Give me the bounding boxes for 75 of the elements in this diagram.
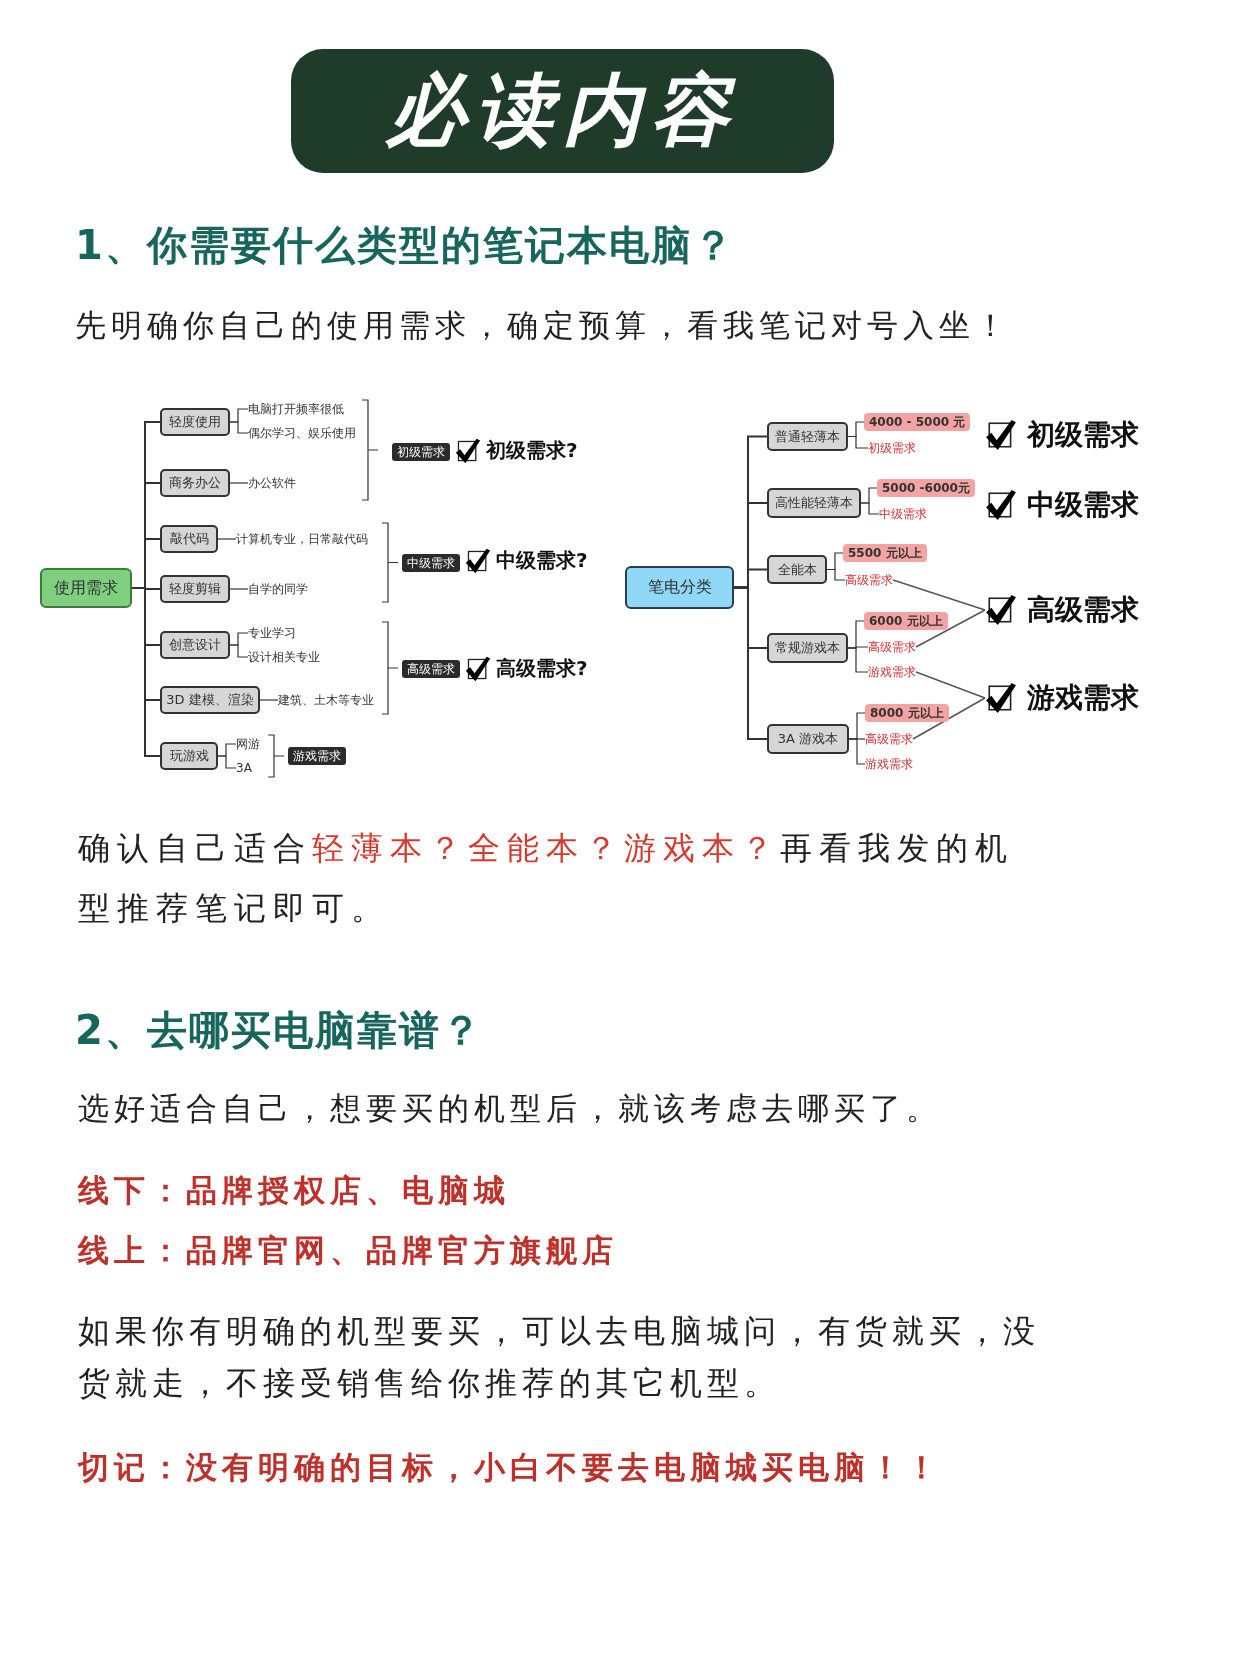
connector-line (847, 647, 869, 673)
paragraph: 线上：品牌官网、品牌官方旗舰店 (78, 1231, 619, 1270)
topic-box: 轻度剪辑 (160, 575, 230, 603)
connector-line (847, 435, 869, 449)
section-heading: 2、去哪买电脑靠谱？ (75, 1006, 483, 1055)
paragraph: 确认自己适合轻薄本？全能本？游戏本？再看我发的机型推荐笔记即可。 (78, 828, 1015, 929)
connector-line (915, 609, 986, 648)
topic-box: 创意设计 (160, 631, 230, 659)
connector-line (915, 671, 986, 699)
level-text: 初级需求 (868, 440, 916, 456)
topic-box: 普通轻薄本 (767, 422, 848, 451)
topic-box: 玩游戏 (160, 742, 218, 770)
paragraph: 如果你有明确的机型要买，可以去电脑城问，有货就买，没货就走，不接受销售给你推荐的其它机型。 (78, 1311, 1041, 1404)
branch-text: 3A (236, 760, 252, 776)
connector-line (892, 579, 986, 611)
paragraph: 先明确你自己的使用需求，确定预算，看我笔记对号入坐！ (75, 306, 1012, 345)
branch-text: 设计相关专业 (248, 649, 320, 665)
topic-box: 3D 建模、渲染 (160, 686, 260, 714)
branch-text: 自学的同学 (248, 581, 308, 597)
connector-line (229, 644, 249, 658)
connector-line (131, 587, 161, 757)
level-text: 高级需求 (845, 572, 893, 588)
branch-text: 办公软件 (248, 475, 296, 491)
price-tag: 5500 元以上 (843, 544, 927, 562)
question-label: 高级需求? (496, 655, 588, 682)
paragraph: 线下：品牌授权店、电脑城 (78, 1171, 511, 1210)
connector-line (860, 502, 880, 515)
topic-box: 商务办公 (160, 469, 230, 497)
topic-box: 3A 游戏本 (767, 724, 849, 754)
connector-line (217, 538, 237, 540)
price-tag: 4000 - 5000 元 (864, 413, 971, 431)
branch-text: 电脑打开频率很低 (248, 401, 344, 417)
question-label: 中级需求? (496, 547, 588, 574)
branch-text: 偶尔学习、娱乐使用 (248, 425, 356, 441)
connector-line (733, 586, 768, 740)
paragraph: 切记：没有明确的目标，小白不要去电脑城买电脑！！ (78, 1448, 943, 1487)
level-tag: 游戏需求 (288, 747, 346, 765)
level-tag: 中级需求 (402, 554, 460, 572)
root-box: 使用需求 (40, 568, 132, 608)
level-text: 高级需求 (868, 639, 916, 655)
level-tag: 初级需求 (392, 443, 450, 461)
price-tag: 5000 -6000元 (877, 479, 975, 497)
price-tag: 6000 元以上 (864, 612, 948, 630)
connector-line (826, 568, 846, 581)
branch-text: 网游 (236, 736, 260, 752)
connector-line (229, 482, 249, 484)
connector-line (217, 755, 237, 769)
topic-box: 高性能轻薄本 (767, 488, 861, 518)
level-tag: 高级需求 (402, 660, 460, 678)
topic-box: 常规游戏本 (767, 633, 848, 663)
check-label: 中级需求 (1027, 487, 1139, 523)
check-label: 高级需求 (1027, 592, 1139, 628)
level-text: 中级需求 (879, 506, 927, 522)
topic-box: 全能本 (767, 555, 827, 584)
check-label: 游戏需求 (1027, 680, 1139, 716)
check-label: 初级需求 (1027, 417, 1139, 453)
question-label: 初级需求? (486, 437, 578, 464)
topic-box: 轻度使用 (160, 408, 230, 436)
level-text: 高级需求 (865, 731, 913, 747)
root-box: 笔电分类 (625, 566, 734, 609)
topic-box: 敲代码 (160, 525, 218, 553)
connector-line (229, 421, 249, 434)
branch-text: 专业学习 (248, 625, 296, 641)
title-banner: 必读内容 (291, 49, 834, 173)
connector-line (259, 699, 279, 701)
level-text: 游戏需求 (865, 756, 913, 772)
paragraph: 选好适合自己，想要买的机型后，就该考虑去哪买了。 (78, 1089, 943, 1128)
branch-text: 计算机专业，日常敲代码 (236, 531, 368, 547)
connector-line (229, 588, 249, 590)
level-text: 游戏需求 (868, 664, 916, 680)
section-heading: 1、你需要什么类型的笔记本电脑？ (75, 221, 735, 270)
connector-line (848, 738, 866, 765)
branch-text: 建筑、土木等专业 (278, 692, 374, 708)
price-tag: 8000 元以上 (865, 704, 949, 722)
connector-line (912, 697, 986, 740)
